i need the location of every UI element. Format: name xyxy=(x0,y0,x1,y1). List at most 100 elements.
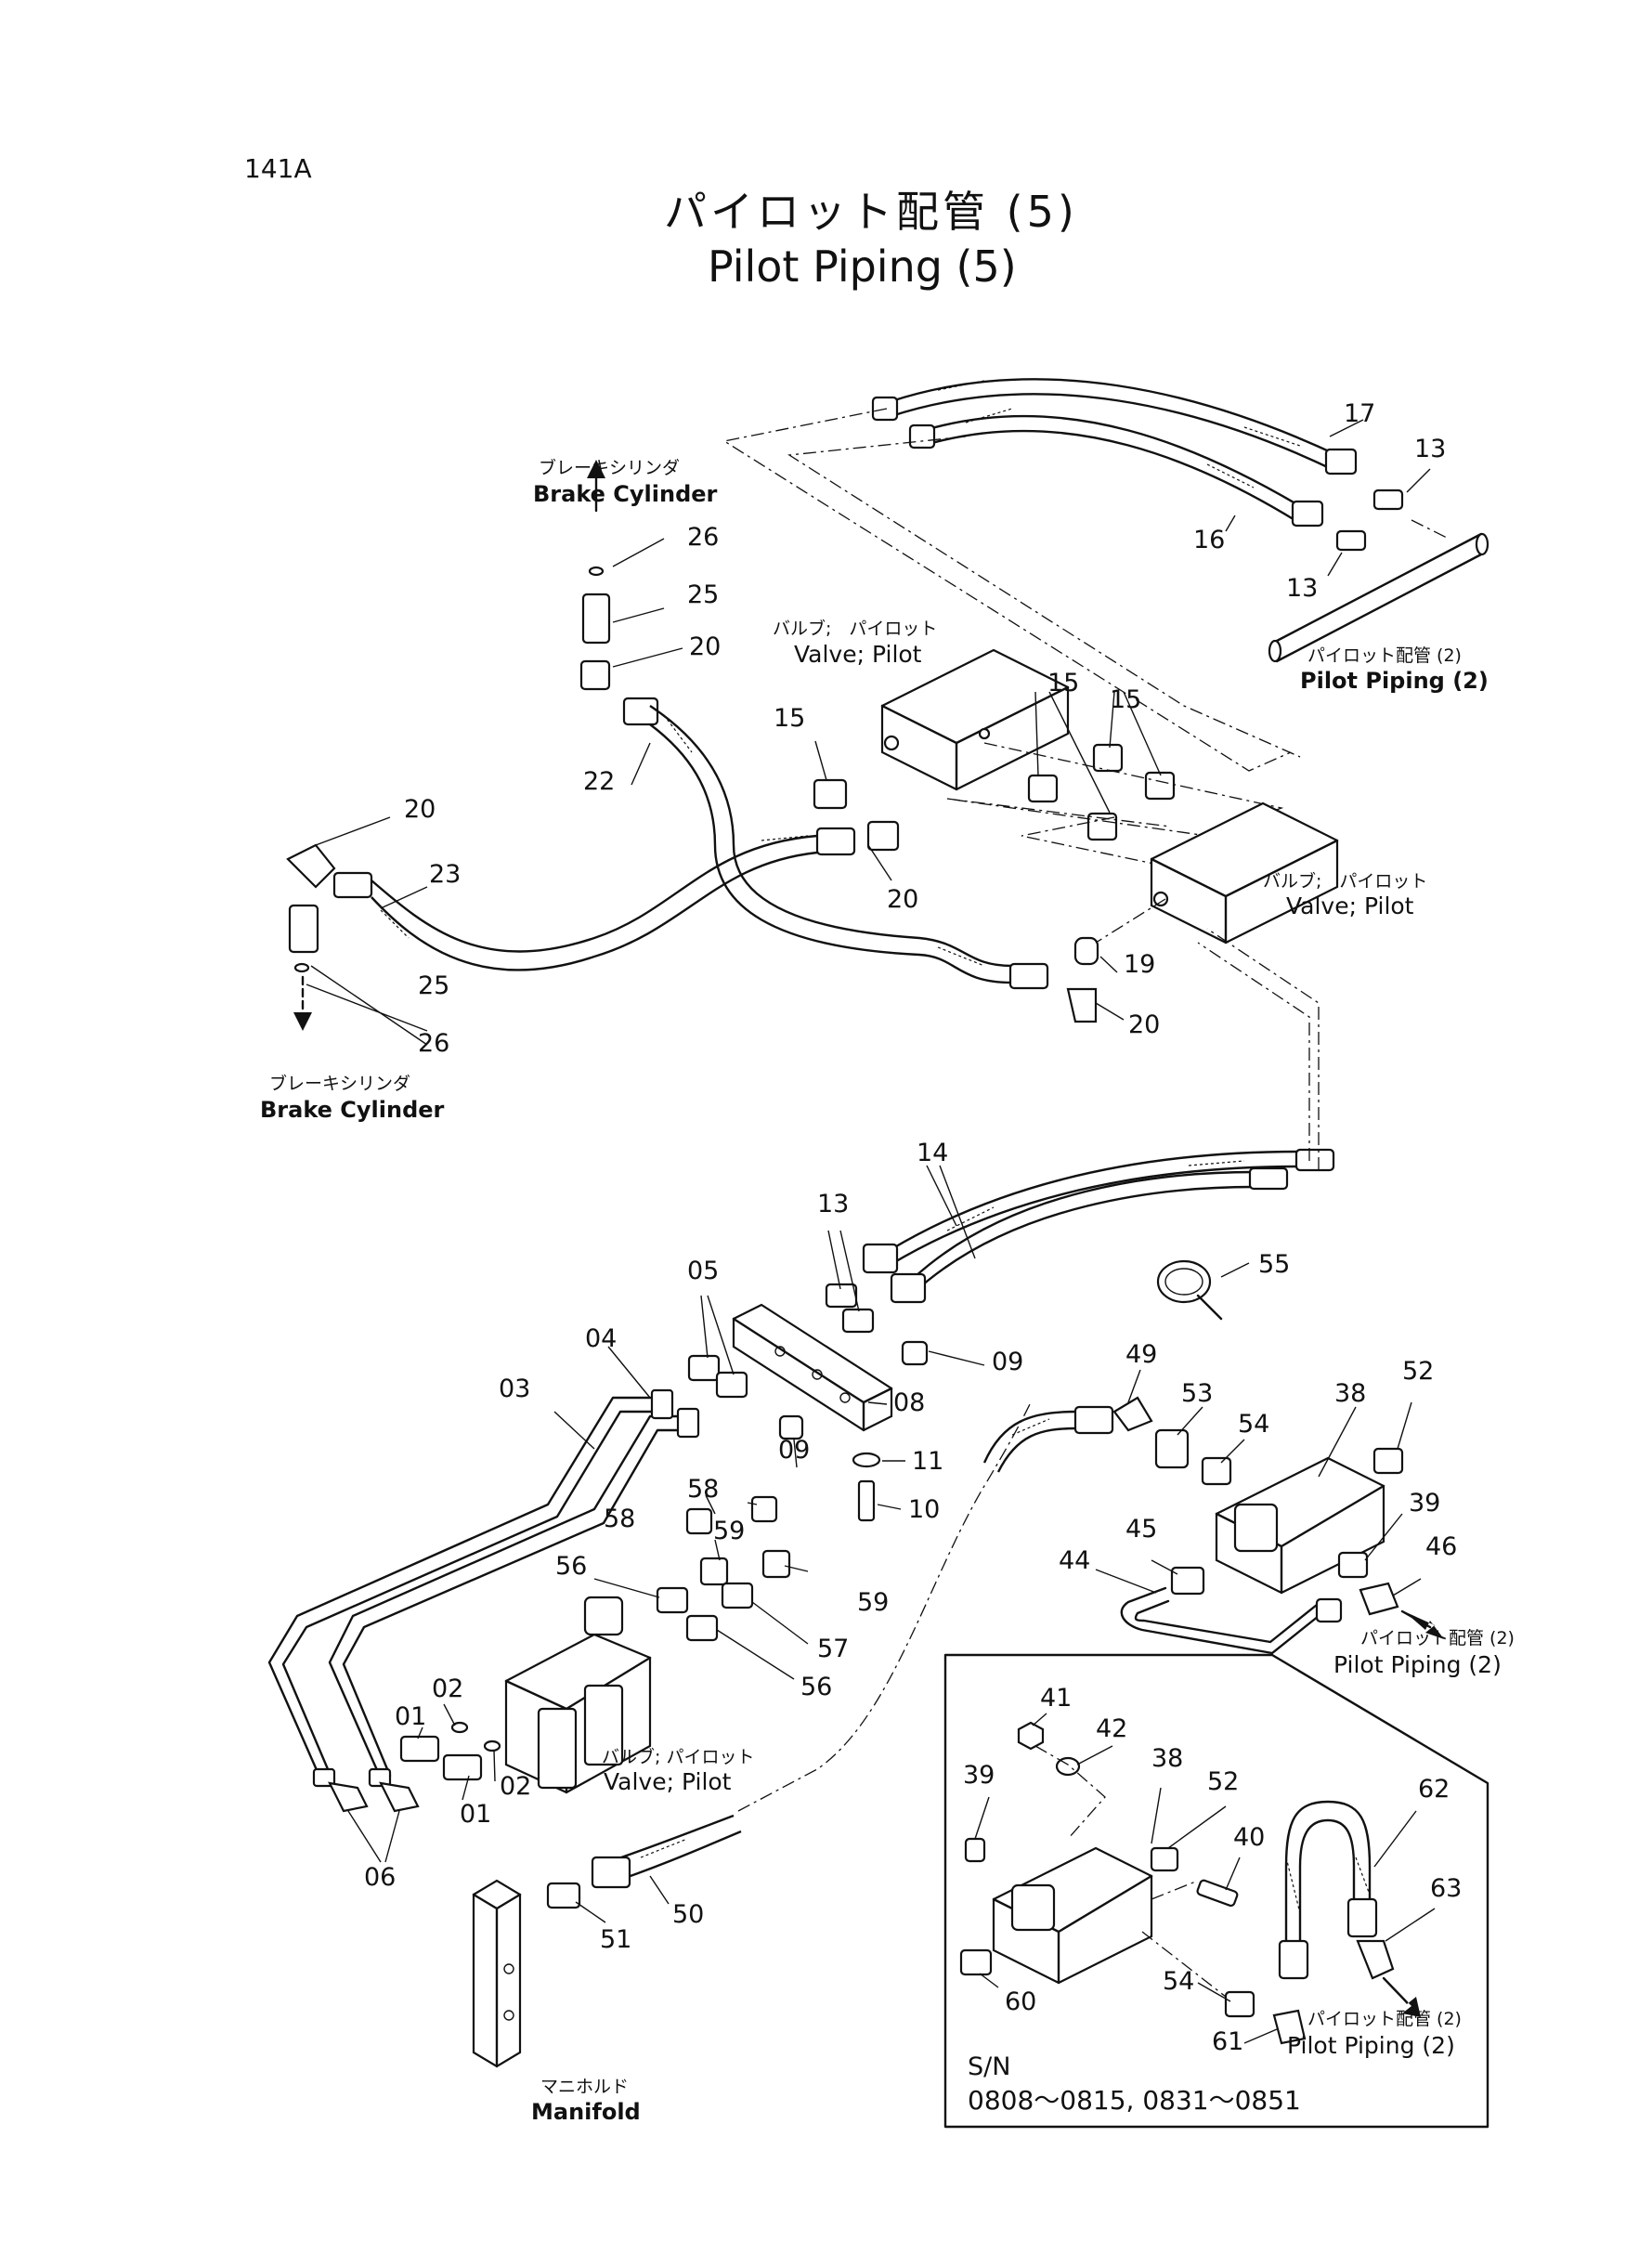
serial-number-label: S/N xyxy=(968,2052,1011,2081)
callout-02-b: 02 xyxy=(500,1772,532,1801)
clamp-55 xyxy=(1156,1259,1223,1321)
callout-17: 17 xyxy=(1344,399,1376,428)
callout-14: 14 xyxy=(917,1139,949,1167)
pilot-piping-mid-en: Pilot Piping (2) xyxy=(1333,1651,1502,1678)
leader-lines xyxy=(306,419,1436,2044)
valve-pilot-3-en: Valve; Pilot xyxy=(604,1768,732,1795)
callout-19: 19 xyxy=(1124,950,1156,979)
fitting-51 xyxy=(546,1882,581,1909)
callout-50: 50 xyxy=(672,1900,705,1929)
callout-39-b: 39 xyxy=(963,1761,995,1790)
pipe-44 xyxy=(1120,1586,1343,1655)
callout-20-a: 20 xyxy=(689,632,722,661)
callout-58-b: 58 xyxy=(604,1505,636,1533)
pilot-piping-inset-en: Pilot Piping (2) xyxy=(1287,2032,1455,2059)
callout-60: 60 xyxy=(1005,1987,1037,2016)
callout-59-a: 59 xyxy=(713,1517,746,1545)
callout-01-a: 01 xyxy=(395,1702,427,1731)
callout-03: 03 xyxy=(499,1375,531,1403)
callout-54-a: 54 xyxy=(1238,1410,1270,1439)
brake-cylinder-bottom-en: Brake Cylinder xyxy=(260,1097,445,1123)
callout-54-b: 54 xyxy=(1163,1967,1195,1996)
callout-52-a: 52 xyxy=(1402,1357,1435,1386)
manifold-ja: マニホルド xyxy=(540,2077,630,2097)
valve-pilot-1-en: Valve; Pilot xyxy=(794,641,922,668)
inset-parts xyxy=(959,1721,1395,2045)
hose-22 xyxy=(622,697,1049,990)
callout-59-b: 59 xyxy=(857,1588,890,1617)
callout-01-b: 01 xyxy=(460,1800,492,1829)
callout-22: 22 xyxy=(583,767,616,796)
fittings-01-02-06 xyxy=(328,1721,501,1813)
title-japanese: パイロット配管 (5) xyxy=(664,187,1078,237)
callout-52-b: 52 xyxy=(1207,1767,1240,1796)
fittings-15 xyxy=(813,743,1176,841)
fitting-19-20 xyxy=(1066,936,1099,1023)
hose-23 xyxy=(286,820,900,971)
title-english: Pilot Piping (5) xyxy=(708,241,1017,292)
page-number: 141A xyxy=(244,153,312,184)
callout-20-c: 20 xyxy=(404,795,436,824)
callout-15-c: 15 xyxy=(1110,685,1142,714)
pilot-piping-mid-ja: パイロット配管 (2) xyxy=(1360,1628,1515,1648)
fittings-56-59 xyxy=(656,1495,791,1642)
callout-44: 44 xyxy=(1059,1546,1091,1575)
callout-20-d: 20 xyxy=(1128,1010,1161,1039)
pilot-piping-top-ja: パイロット配管 (2) xyxy=(1307,645,1462,666)
callout-53: 53 xyxy=(1181,1379,1214,1408)
callout-56-b: 56 xyxy=(800,1673,833,1701)
valve-pilot-1-ja: バルブ; パイロット xyxy=(773,619,938,639)
callout-16: 16 xyxy=(1193,526,1226,554)
callout-26-a: 26 xyxy=(687,523,720,552)
callout-04: 04 xyxy=(585,1324,618,1353)
fittings-13-top xyxy=(1335,489,1404,552)
callout-49: 49 xyxy=(1125,1340,1158,1369)
manifold-en: Manifold xyxy=(531,2099,641,2125)
brake-cylinder-bottom-ja: ブレーキシリンダ xyxy=(269,1074,411,1094)
brake-top-fittings xyxy=(579,460,611,691)
callout-51: 51 xyxy=(600,1925,632,1954)
pilot-piping-inset-ja: パイロット配管 (2) xyxy=(1307,2009,1462,2029)
washer-11-bolt-10 xyxy=(852,1452,881,1522)
block-08 xyxy=(732,1303,893,1432)
plugs-09 xyxy=(778,1340,929,1440)
brake-cylinder-top-ja: ブレーキシリンダ xyxy=(539,458,681,478)
callout-46: 46 xyxy=(1425,1532,1458,1561)
fittings-05 xyxy=(687,1354,748,1399)
callout-40: 40 xyxy=(1233,1823,1266,1852)
callout-25-a: 25 xyxy=(687,580,720,609)
callout-08: 08 xyxy=(893,1388,926,1417)
callout-10: 10 xyxy=(908,1495,941,1524)
callout-20-b: 20 xyxy=(887,885,919,914)
brake-bottom-fittings xyxy=(288,904,319,1031)
callout-13-c: 13 xyxy=(817,1190,850,1218)
callout-23: 23 xyxy=(429,860,462,889)
callout-15-b: 15 xyxy=(1047,669,1080,697)
callout-61: 61 xyxy=(1212,2027,1244,2056)
callout-15-a: 15 xyxy=(774,704,806,733)
callout-63: 63 xyxy=(1430,1874,1463,1903)
callout-39-a: 39 xyxy=(1409,1489,1441,1518)
valve-pilot-2-ja: バルブ; パイロット xyxy=(1263,871,1428,892)
pilot-valve-2 xyxy=(1150,801,1339,945)
pilot-valve-3 xyxy=(504,1596,652,1794)
hose-16 xyxy=(908,408,1324,528)
callout-05: 05 xyxy=(687,1257,720,1285)
pilot-pipe-top xyxy=(1268,532,1489,663)
callout-02-a: 02 xyxy=(432,1674,464,1703)
callout-13-b: 13 xyxy=(1286,574,1319,603)
callout-56-a: 56 xyxy=(555,1552,588,1581)
hose-14 xyxy=(862,1148,1335,1304)
callout-26-b: 26 xyxy=(418,1029,450,1058)
callout-09-b: 09 xyxy=(778,1436,811,1465)
callout-13-a: 13 xyxy=(1414,435,1447,463)
callout-57: 57 xyxy=(817,1635,850,1663)
serial-number-range: 0808～0815, 0831～0851 xyxy=(968,2085,1301,2116)
callout-41: 41 xyxy=(1040,1684,1073,1713)
fittings-52-39-45-46 xyxy=(1170,1447,1404,1616)
manifold-block xyxy=(472,1879,522,2068)
callout-09-a: 09 xyxy=(992,1348,1024,1376)
callout-62: 62 xyxy=(1418,1775,1450,1804)
